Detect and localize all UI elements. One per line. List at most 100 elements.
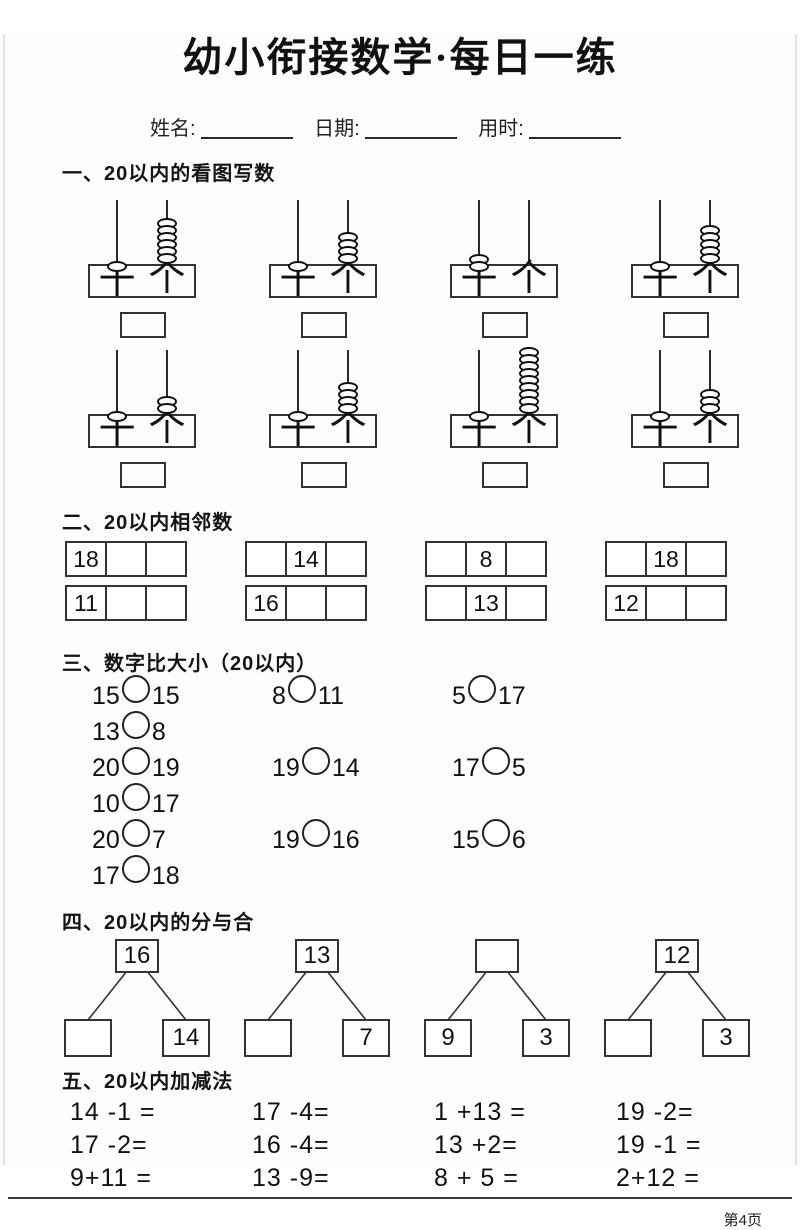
neighbor-cell[interactable] bbox=[145, 587, 185, 619]
neighbor-cell[interactable] bbox=[685, 543, 725, 575]
comparison-circle[interactable] bbox=[467, 675, 496, 704]
section5-heading: 五、20以内加减法 bbox=[62, 1071, 234, 1093]
left-number: 15 bbox=[92, 682, 120, 710]
bead bbox=[157, 403, 177, 414]
bond-left-box[interactable] bbox=[64, 1019, 112, 1057]
neighbor-cell[interactable] bbox=[247, 543, 285, 575]
neighbor-cell: 13 bbox=[465, 587, 505, 619]
comparison-circle[interactable] bbox=[481, 819, 510, 848]
abacus-ones-label: 个 bbox=[691, 257, 729, 298]
bond-left-box[interactable] bbox=[244, 1019, 292, 1057]
bond-connector-lines bbox=[267, 970, 367, 1021]
arithmetic-problem[interactable]: 13 -9= bbox=[252, 1164, 330, 1192]
number-bond: 13 7 bbox=[242, 939, 392, 1057]
comparison-circle[interactable] bbox=[121, 855, 150, 884]
abacus: 十 个 bbox=[68, 200, 218, 299]
abacus-tens-beads bbox=[469, 254, 489, 272]
neighbor-cell[interactable] bbox=[105, 587, 145, 619]
bond-left-box[interactable] bbox=[604, 1019, 652, 1057]
neighbor-cell[interactable] bbox=[685, 587, 725, 619]
abacus-frame bbox=[88, 414, 196, 448]
arithmetic-problem[interactable]: 16 -4= bbox=[252, 1131, 330, 1159]
abacus-figure: 十 个 bbox=[430, 200, 580, 338]
time-blank[interactable] bbox=[528, 119, 621, 139]
arithmetic-problem[interactable]: 1 +13 = bbox=[434, 1098, 526, 1126]
abacus-frame bbox=[450, 414, 558, 448]
neighbor-cell[interactable] bbox=[505, 543, 545, 575]
bead bbox=[700, 253, 720, 264]
answer-box[interactable] bbox=[301, 312, 347, 338]
arithmetic-problem[interactable]: 8 + 5 = bbox=[434, 1164, 519, 1192]
arithmetic-problem[interactable]: 9+11 = bbox=[70, 1164, 153, 1192]
number-bond: 16 14 bbox=[62, 939, 212, 1057]
arithmetic-problem[interactable]: 19 -2= bbox=[616, 1098, 694, 1126]
right-number: 6 bbox=[511, 826, 526, 854]
bead bbox=[107, 411, 127, 422]
answer-box[interactable] bbox=[301, 462, 347, 488]
neighbor-cell[interactable] bbox=[427, 543, 465, 575]
abacus-frame bbox=[631, 264, 739, 298]
comparison-circle[interactable] bbox=[121, 819, 150, 848]
neighbor-cell[interactable] bbox=[325, 587, 365, 619]
abacus-figure: 十 个 bbox=[430, 347, 580, 488]
neighbor-cell[interactable] bbox=[505, 587, 545, 619]
bead bbox=[157, 253, 177, 264]
comparison-circle[interactable] bbox=[481, 747, 510, 776]
bead bbox=[288, 261, 308, 272]
time-label: 用时: bbox=[478, 118, 524, 140]
comparison-circle[interactable] bbox=[287, 675, 316, 704]
arithmetic-problem[interactable]: 19 -1 = bbox=[616, 1131, 702, 1159]
neighbor-cell[interactable] bbox=[145, 543, 185, 575]
comparison-circle[interactable] bbox=[121, 747, 150, 776]
abacus-figure: 十 个 bbox=[68, 200, 218, 338]
arithmetic-problem[interactable]: 17 -2= bbox=[70, 1131, 148, 1159]
arithmetic-problem[interactable]: 14 -1 = bbox=[70, 1098, 156, 1126]
neighbor-cell[interactable] bbox=[427, 587, 465, 619]
abacus-frame bbox=[631, 414, 739, 448]
answer-box[interactable] bbox=[663, 312, 709, 338]
neighbor-cell[interactable] bbox=[325, 543, 365, 575]
abacus-ones-beads bbox=[157, 218, 177, 264]
arithmetic-problem[interactable]: 17 -4= bbox=[252, 1098, 330, 1126]
neighbor-strip: 18 bbox=[605, 541, 727, 577]
arithmetic-problem[interactable]: 13 +2= bbox=[434, 1131, 518, 1159]
neighbor-cell[interactable] bbox=[607, 543, 645, 575]
comparison-circle[interactable] bbox=[121, 783, 150, 812]
answer-box[interactable] bbox=[663, 462, 709, 488]
name-blank[interactable] bbox=[200, 119, 293, 139]
neighbor-cell[interactable] bbox=[285, 587, 325, 619]
neighbor-cell[interactable] bbox=[645, 587, 685, 619]
answer-box[interactable] bbox=[482, 312, 528, 338]
abacus-row-2: 十 个 十 个 十 个 bbox=[68, 347, 800, 488]
answer-box[interactable] bbox=[482, 462, 528, 488]
abacus-tens-rod bbox=[659, 350, 661, 414]
abacus: 十 个 bbox=[611, 200, 761, 299]
neighbor-strip: 12 bbox=[605, 585, 727, 621]
answer-box[interactable] bbox=[120, 462, 166, 488]
comparison-circle[interactable] bbox=[301, 819, 330, 848]
answer-box[interactable] bbox=[120, 312, 166, 338]
right-number: 14 bbox=[331, 754, 360, 782]
arithmetic-problem[interactable]: 2+12 = bbox=[616, 1164, 700, 1192]
neighbor-cell[interactable] bbox=[105, 543, 145, 575]
abacus-tens-rod bbox=[116, 200, 118, 264]
date-label: 日期: bbox=[314, 118, 360, 140]
bond-top-box[interactable] bbox=[475, 939, 519, 973]
neighbor-cell: 11 bbox=[74, 589, 98, 616]
comparison-circle[interactable] bbox=[121, 675, 150, 704]
date-blank[interactable] bbox=[364, 119, 457, 139]
comparison-circle[interactable] bbox=[301, 747, 330, 776]
comparison-circle[interactable] bbox=[121, 711, 150, 740]
arithmetic-section: 14 -1 = 17 -4= 1 +13 = 19 -2= 17 -2= 16 -4= 13… bbox=[0, 1098, 800, 1192]
name-label: 姓名: bbox=[150, 118, 196, 140]
abacus-ones-rod bbox=[166, 350, 168, 414]
abacus-tens-rod bbox=[297, 350, 299, 414]
right-number: 11 bbox=[317, 682, 344, 710]
abacus-tens-beads bbox=[650, 411, 670, 422]
